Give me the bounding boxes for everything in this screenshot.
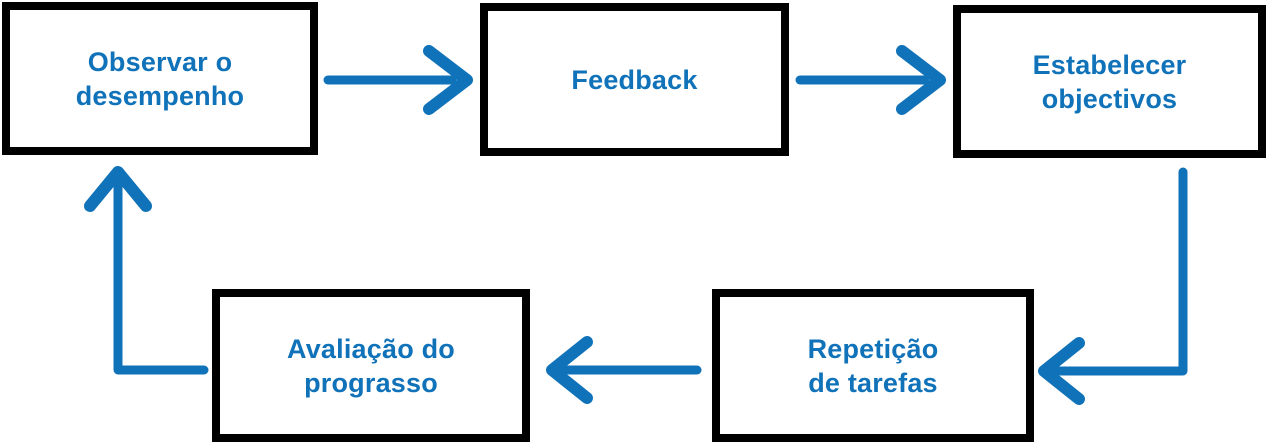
node-label: Repetição de tarefas (807, 333, 939, 398)
node-label: Estabelecer objectivos (1032, 49, 1187, 114)
node-estabelecer-objectivos: Estabelecer objectivos (953, 5, 1266, 158)
node-label: Feedback (571, 64, 698, 95)
arrow-estabelecer-to-repeticao (1038, 167, 1188, 405)
node-repeticao-de-tarefas: Repetição de tarefas (712, 289, 1034, 442)
node-feedback: Feedback (480, 3, 789, 156)
arrow-avaliacao-to-observar (84, 166, 209, 375)
node-label: Avaliação do prograsso (287, 333, 455, 398)
node-observar-o-desempenho: Observar o desempenho (2, 2, 318, 155)
node-avaliacao-do-prograsso: Avaliação do prograsso (212, 289, 530, 442)
node-label: Observar o desempenho (75, 46, 245, 111)
arrow-observar-to-feedback (323, 45, 473, 115)
arrow-feedback-to-estabelecer (795, 45, 946, 115)
arrow-repeticao-to-avaliacao (546, 336, 702, 404)
